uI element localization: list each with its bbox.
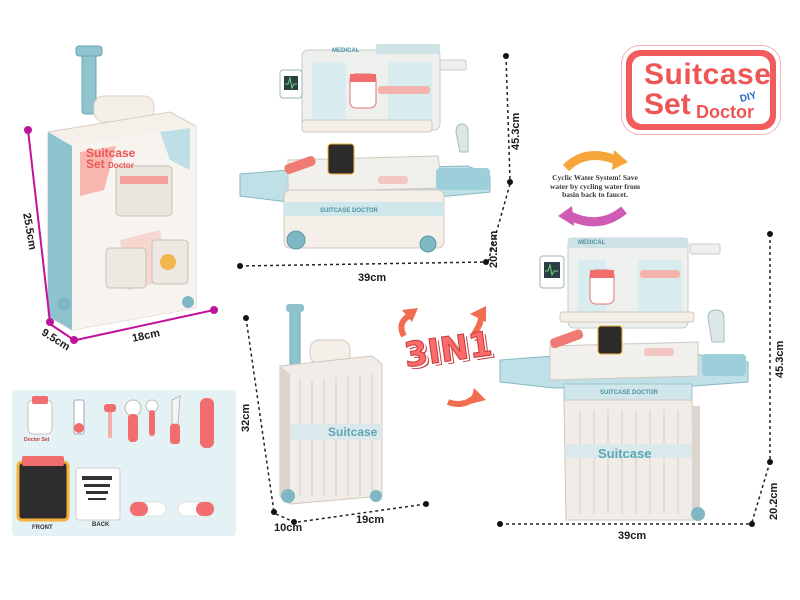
retail-box-image [47, 45, 197, 331]
table-medical-label: MEDICAL [578, 240, 606, 246]
box-logo-line1: Suitcase [86, 146, 136, 160]
box-logo-line2: Set Doctor [86, 157, 135, 171]
box-logo: Suitcase Set Doctor [86, 146, 136, 171]
closed-suitcase-label: Suitcase [328, 425, 378, 439]
dim-table-width: 39cm [358, 272, 387, 284]
cycle-arrows-icon [558, 150, 628, 227]
water-system-badge: Cyclic Water System! Save water by cycli… [536, 148, 654, 228]
box-dimension-lines [24, 126, 218, 344]
transform-arrows-icon [398, 306, 486, 407]
accessory-front-label: FRONT [32, 525, 53, 531]
dim-open-depth: 20.2cm [768, 482, 780, 520]
closed-suitcase-image [279, 304, 383, 505]
accessories-image [16, 395, 215, 522]
title-badge: DIY [738, 90, 758, 105]
suitcase-table-image [499, 237, 749, 521]
dim-case-height: 32cm [240, 403, 252, 432]
table-suitcase-label: Suitcase [598, 446, 652, 461]
accessory-back-label: BACK [92, 522, 110, 528]
product-title-card: Suitcase Set Doctor DIY [626, 50, 776, 130]
top-table-label: SUITCASE DOCTOR [320, 208, 378, 214]
dim-open-width: 39cm [618, 530, 647, 542]
dim-case-width: 19cm [356, 514, 385, 526]
title-line1: Suitcase [644, 58, 772, 91]
top-medical-label: MEDICAL [332, 48, 360, 54]
title-inner: Suitcase Set Doctor DIY [632, 56, 772, 124]
accessory-doctor-set-label: Doctor Set [24, 437, 50, 443]
water-system-text: Cyclic Water System! Save water by cycli… [546, 172, 644, 202]
box-logo-doctor: Doctor [108, 161, 134, 170]
dim-case-depth: 10cm [274, 522, 303, 534]
table-doctor-label: SUITCASE DOCTOR [600, 390, 658, 396]
title-line2: Set [644, 88, 691, 121]
doctor-table-image [239, 44, 491, 253]
title-line3: Doctor [696, 102, 754, 122]
dim-table-height: 45.3cm [510, 112, 522, 150]
dim-open-height: 45.3cm [774, 340, 786, 378]
box-logo-set: Set [86, 157, 105, 171]
